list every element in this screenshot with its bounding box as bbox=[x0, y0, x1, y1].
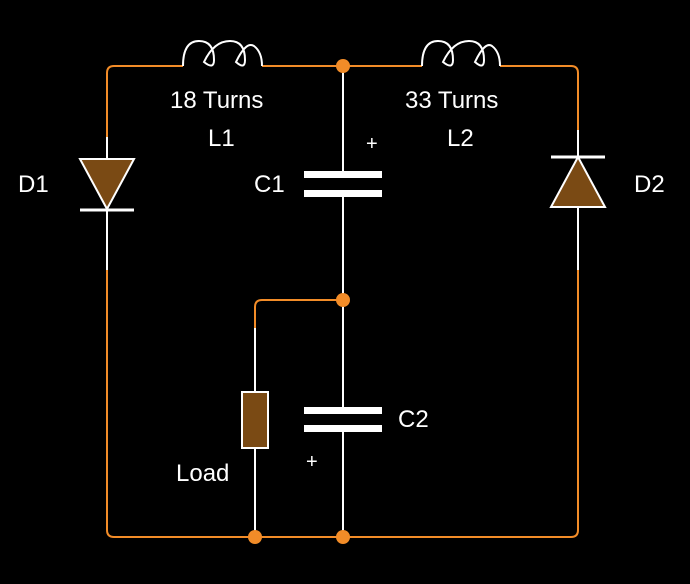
diode-d1 bbox=[78, 158, 136, 212]
l2-turns-label: 33 Turns bbox=[405, 87, 498, 114]
capacitor-c1 bbox=[304, 171, 382, 197]
load-resistor bbox=[241, 391, 269, 449]
d1-label: D1 bbox=[18, 171, 49, 198]
c2-polarity-mark: + bbox=[306, 451, 318, 473]
c1-polarity-mark: + bbox=[366, 133, 378, 155]
junction-dot-top bbox=[336, 59, 350, 73]
diode-d2 bbox=[549, 154, 607, 208]
junction-dot-bottom-middle bbox=[336, 530, 350, 544]
capacitor-c2 bbox=[304, 407, 382, 432]
c1-label: C1 bbox=[254, 171, 285, 198]
wire-top-right bbox=[500, 65, 579, 158]
load-label: Load bbox=[176, 460, 229, 487]
inductor-l2 bbox=[421, 39, 501, 67]
inductor-l1 bbox=[182, 39, 263, 67]
junction-dot-middle bbox=[336, 293, 350, 307]
d2-label: D2 bbox=[634, 171, 665, 198]
junction-dot-bottom-left bbox=[248, 530, 262, 544]
l2-name-label: L2 bbox=[447, 125, 474, 152]
wire-load-tap bbox=[254, 299, 343, 328]
wire-top-left bbox=[106, 65, 183, 270]
junction-dots bbox=[248, 59, 350, 544]
c2-label: C2 bbox=[398, 406, 429, 433]
l1-name-label: L1 bbox=[208, 125, 235, 152]
l1-turns-label: 18 Turns bbox=[170, 87, 263, 114]
